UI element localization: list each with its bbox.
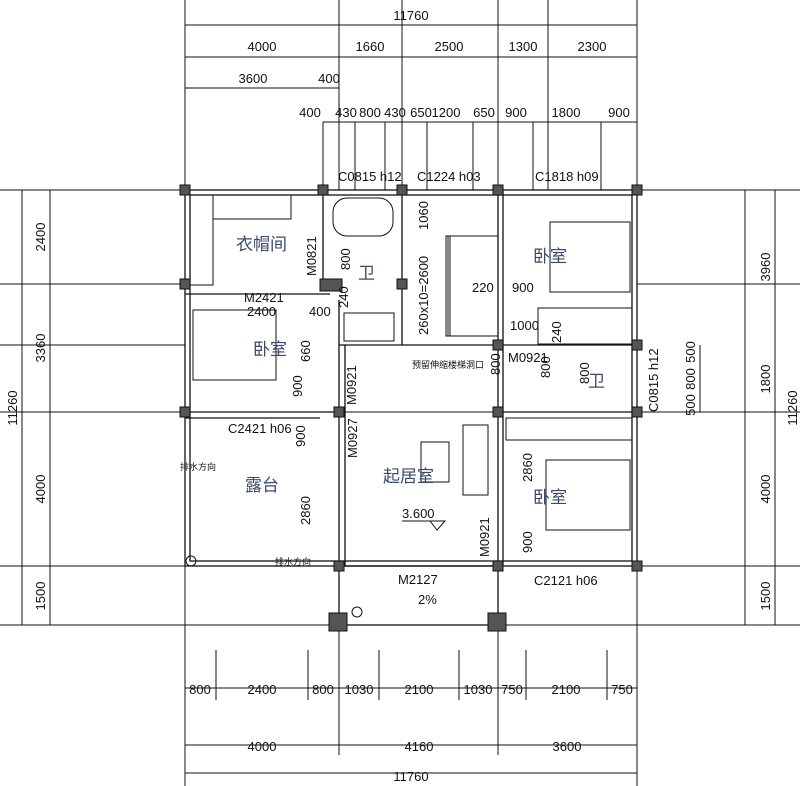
- window-c0815-right: C0815 h12: [646, 348, 661, 412]
- bottom-dimensions: 800 2400 800 1030 2100 1030 750 2100 750…: [189, 682, 633, 784]
- dim: 430: [384, 105, 406, 120]
- slope-mark: 2%: [418, 592, 437, 607]
- dim: 900: [290, 375, 305, 397]
- dim: 1500: [758, 582, 773, 611]
- dim: 1030: [345, 682, 374, 697]
- dim: 2300: [578, 39, 607, 54]
- dim: 800: [683, 368, 698, 390]
- dim: 2860: [298, 496, 313, 525]
- dim: 1300: [509, 39, 538, 54]
- window-c0815-top: C0815 h12: [338, 169, 402, 184]
- dim: 800: [312, 682, 334, 697]
- door-m0927: M0927: [345, 418, 360, 458]
- room-bedroom-nw: 卧室: [253, 340, 287, 360]
- room-bedroom-se: 卧室: [533, 488, 567, 508]
- dim: 1800: [758, 365, 773, 394]
- dim: 650: [473, 105, 495, 120]
- dim-total-right: 11260: [785, 390, 800, 425]
- dim-total-top: 11760: [393, 8, 428, 23]
- window-c1818: C1818 h09: [535, 169, 599, 184]
- dim: 2860: [520, 453, 535, 482]
- dim: 1500: [33, 582, 48, 611]
- dim: 800: [538, 356, 553, 378]
- dim: 900: [520, 531, 535, 553]
- stair-dim: 260x10=2600: [416, 256, 431, 335]
- dim: 1200: [432, 105, 461, 120]
- dim: 500: [683, 394, 698, 416]
- door-m2421: M2421: [244, 290, 284, 305]
- dim: 660: [298, 340, 313, 362]
- dim: 900: [512, 280, 534, 295]
- dim: 750: [501, 682, 523, 697]
- dim: 650: [410, 105, 432, 120]
- dim: 430: [335, 105, 357, 120]
- dim: 900: [293, 425, 308, 447]
- window-c2421: C2421 h06: [228, 421, 292, 436]
- dim: 220: [472, 280, 494, 295]
- dim: 3960: [758, 253, 773, 282]
- door-m0921-b: M0921: [508, 350, 548, 365]
- drain-direction-1: 排水方向: [180, 461, 216, 473]
- dim: 4000: [248, 739, 277, 754]
- dim: 1800: [552, 105, 581, 120]
- dim: 1660: [356, 39, 385, 54]
- dim: 800: [577, 362, 592, 384]
- dim: 400: [318, 71, 340, 86]
- dim: 900: [505, 105, 527, 120]
- dim: 900: [608, 105, 630, 120]
- dim: 2500: [435, 39, 464, 54]
- dim: 2100: [405, 682, 434, 697]
- dim-total-bottom: 11760: [393, 769, 428, 784]
- window-c1224: C1224 h03: [417, 169, 481, 184]
- room-bedroom-ne: 卧室: [533, 247, 567, 267]
- door-m2127: M2127: [398, 572, 438, 587]
- room-living: 起居室: [383, 467, 434, 487]
- dim: 1030: [464, 682, 493, 697]
- door-m0921-c: M0921: [477, 517, 492, 557]
- dim: 1000: [510, 318, 539, 333]
- dim: 800: [338, 248, 353, 270]
- left-dimensions: 2400 3360 4000 1500 11260: [5, 223, 48, 611]
- stair-opening-note: 预留伸缩楼梯洞口: [412, 359, 484, 371]
- dim: 800: [488, 353, 503, 375]
- dim: 3600: [553, 739, 582, 754]
- dim: 750: [611, 682, 633, 697]
- top-dimensions: 11760 4000 1660 2500 1300 2300 3600 400 …: [239, 8, 630, 120]
- dim: 4000: [248, 39, 277, 54]
- door-m0921-a: M0921: [344, 365, 359, 405]
- dim-total-left: 11260: [5, 390, 20, 425]
- room-bath-1: 卫: [358, 264, 375, 284]
- room-bath-2: 卫: [588, 372, 605, 392]
- window-c2121: C2121 h06: [534, 573, 598, 588]
- dim: 400: [299, 105, 321, 120]
- room-closet: 衣帽间: [236, 235, 287, 255]
- dim: 4000: [33, 475, 48, 504]
- dim: 3600: [239, 71, 268, 86]
- room-terrace: 露台: [245, 476, 279, 496]
- dim: 500: [683, 341, 698, 363]
- dim: 240: [549, 321, 564, 343]
- dim: 3360: [33, 334, 48, 363]
- right-dimensions: 3960 1800 4000 1500 11260 500 800 500: [683, 253, 800, 611]
- walls: [179, 184, 643, 632]
- dim: 400: [309, 304, 331, 319]
- dim: 2400: [33, 223, 48, 252]
- dim: 2100: [552, 682, 581, 697]
- door-m0821: M0821: [304, 236, 319, 276]
- drain-direction-2: 排水方向: [275, 556, 311, 568]
- elevation-mark: 3.600: [402, 506, 435, 521]
- dim: 1060: [416, 201, 431, 230]
- annotations: C0815 h12 C1224 h03 C1818 h09 M0821 M242…: [180, 169, 661, 607]
- dim: 240: [336, 286, 351, 308]
- dim: 2400: [247, 304, 276, 319]
- dim: 2400: [248, 682, 277, 697]
- dim: 800: [359, 105, 381, 120]
- room-labels: 衣帽间 卫 卧室 卧室 卫 露台 起居室 卧室: [236, 235, 605, 508]
- dim: 800: [189, 682, 211, 697]
- dim: 4160: [405, 739, 434, 754]
- dim: 4000: [758, 475, 773, 504]
